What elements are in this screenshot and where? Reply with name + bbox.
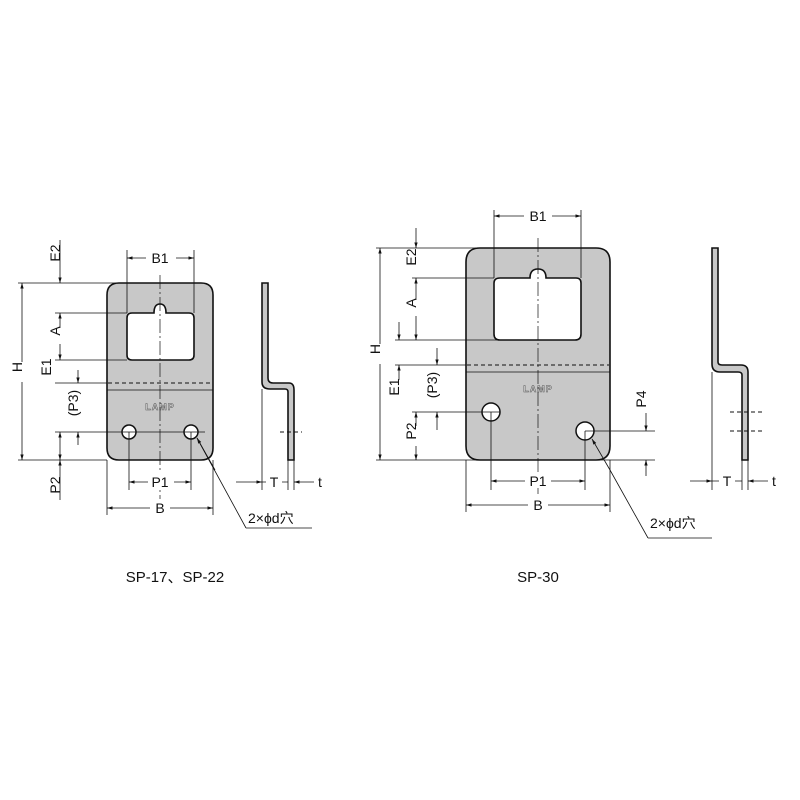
dim-h: H (367, 344, 383, 354)
caption-sp30: SP-30 (517, 569, 559, 586)
dim-e2: E2 (403, 248, 419, 265)
lamp-logo: LAMP (145, 402, 175, 412)
dim-t-total: T (270, 474, 279, 490)
dim-a: A (403, 298, 419, 308)
side-view (261, 282, 295, 461)
dim-a: A (47, 326, 63, 336)
dim-b: B (533, 497, 542, 513)
hole-note: 2×ϕd穴 (248, 510, 294, 526)
dim-e1: E1 (386, 378, 402, 395)
dim-p4: P4 (633, 390, 649, 407)
dim-b1: B1 (529, 208, 546, 224)
dim-e2: E2 (47, 244, 63, 261)
dim-h: H (9, 362, 25, 372)
lamp-logo: LAMP (523, 384, 553, 394)
caption-sp17-sp22: SP-17、SP-22 (126, 569, 224, 586)
dim-b: B (155, 500, 164, 516)
dim-p3: (P3) (65, 390, 81, 416)
dim-p2: P2 (403, 422, 419, 439)
dim-p2: P2 (47, 476, 63, 493)
dim-b1: B1 (151, 250, 168, 266)
hole-note: 2×ϕd穴 (650, 515, 696, 531)
side-view (711, 247, 749, 461)
dim-t-thickness: t (772, 473, 776, 489)
sp17-sp22-drawing: LAMP B1 H E2 A E1 (P3) P2 P1 B 2×ϕd穴 (9, 240, 322, 586)
dim-p3: (P3) (424, 372, 440, 398)
dim-e1: E1 (38, 358, 54, 375)
dim-p1: P1 (151, 474, 168, 490)
dim-t-total: T (723, 473, 732, 489)
dim-p1: P1 (529, 473, 546, 489)
sp30-drawing: LAMP B1 H E2 A E1 (P3) P2 P4 P1 B (367, 207, 776, 586)
dim-t-thickness: t (318, 474, 322, 490)
